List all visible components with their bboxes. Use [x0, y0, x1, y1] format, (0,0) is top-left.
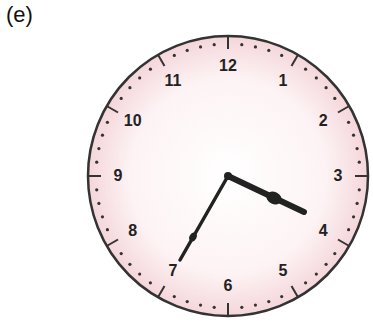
minute-hand [180, 176, 228, 260]
minute-dot [315, 272, 318, 275]
minute-dot [101, 215, 104, 218]
minute-dot [347, 121, 350, 124]
minute-dot [149, 68, 152, 71]
hour-number: 3 [334, 168, 343, 184]
minute-dot [97, 202, 100, 205]
hour-number: 6 [224, 278, 233, 294]
minute-dot [333, 252, 336, 255]
minute-dot [101, 134, 104, 137]
minute-dot [120, 97, 123, 100]
minute-dot [358, 161, 361, 164]
minute-dot [240, 43, 243, 46]
hour-number: 4 [319, 223, 328, 239]
hour-tick [227, 36, 229, 49]
minute-dot [304, 68, 307, 71]
hour-hand-bulb [264, 189, 284, 207]
minute-dot [333, 97, 336, 100]
hour-number: 7 [169, 263, 178, 279]
minute-dot [173, 54, 176, 57]
minute-dot [352, 215, 355, 218]
minute-dot [358, 188, 361, 191]
minute-dot [315, 76, 318, 79]
hour-tick [107, 240, 118, 247]
minute-dot [213, 43, 216, 46]
hour-number: 1 [279, 73, 288, 89]
minute-dot [138, 76, 141, 79]
minute-dot [106, 228, 109, 231]
hour-tick [88, 175, 101, 177]
minute-dot [213, 306, 216, 309]
minute-dot [199, 304, 202, 307]
minute-dot [280, 54, 283, 57]
minute-dot [95, 161, 98, 164]
clock-rim [88, 36, 368, 316]
minute-dot [280, 295, 283, 298]
minute-dot [106, 121, 109, 124]
hour-number: 9 [114, 168, 123, 184]
minute-dot [138, 272, 141, 275]
minute-dot [352, 134, 355, 137]
minute-dot [120, 252, 123, 255]
minute-dot [254, 45, 257, 48]
minute-dot [304, 281, 307, 284]
hour-number: 5 [279, 263, 288, 279]
hour-tick [338, 240, 349, 247]
part-label: (e) [6, 4, 33, 26]
minute-hand-bulb [188, 231, 199, 242]
clock-hands [180, 172, 304, 260]
minute-dot [267, 49, 270, 52]
minute-dot [149, 281, 152, 284]
minute-dot [199, 45, 202, 48]
minute-dot [186, 300, 189, 303]
hour-tick [338, 106, 349, 113]
hour-number: 10 [124, 113, 142, 129]
minute-dot [324, 263, 327, 266]
hour-tick [107, 106, 118, 113]
hour-tick [158, 286, 165, 297]
hour-number: 2 [319, 113, 328, 129]
minute-dot [356, 147, 359, 150]
minute-dot [173, 295, 176, 298]
minute-dot [324, 86, 327, 89]
minute-dot [267, 300, 270, 303]
minute-dot [128, 86, 131, 89]
minute-dot [97, 147, 100, 150]
hour-hand [228, 176, 304, 212]
hour-tick [355, 175, 368, 177]
center-pin [224, 172, 232, 180]
hour-tick [227, 303, 229, 316]
minute-dot [347, 228, 350, 231]
minute-dot [128, 263, 131, 266]
minute-dot [356, 202, 359, 205]
tick-marks [88, 36, 368, 316]
hour-number: 11 [165, 73, 182, 89]
hour-number: 12 [219, 58, 237, 74]
hour-tick [158, 55, 165, 66]
hour-tick [292, 286, 299, 297]
minute-dot [254, 304, 257, 307]
minute-dot [240, 306, 243, 309]
hour-tick [292, 55, 299, 66]
minute-dot [186, 49, 189, 52]
hour-number: 8 [128, 223, 137, 239]
minute-dot [95, 188, 98, 191]
